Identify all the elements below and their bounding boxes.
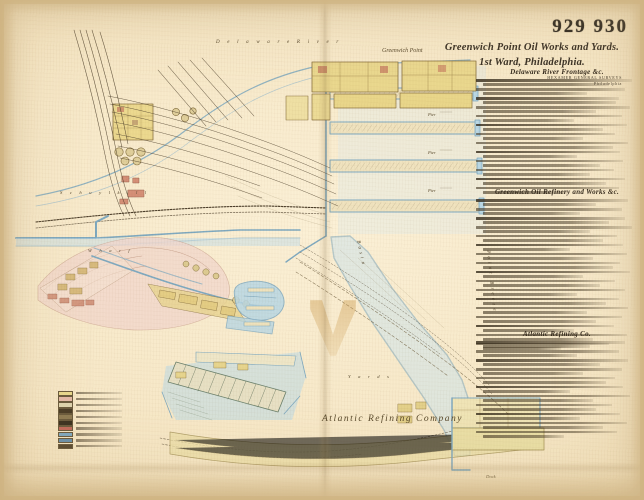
text-section-atlantic-refining: Atlantic Refining Co. <box>476 330 638 440</box>
section-heading: Atlantic Refining Co. <box>523 330 591 338</box>
section-body-lines <box>476 79 638 194</box>
legend-label <box>75 403 122 407</box>
legend-swatch <box>58 390 73 397</box>
legend-label <box>75 392 122 395</box>
legend-row <box>58 390 122 397</box>
text-section-delaware-river: Delaware River Frontage &c. <box>476 68 638 196</box>
legend-label <box>75 421 122 424</box>
publisher-name: HEXAMER GENERAL SURVEYS <box>547 74 622 80</box>
legend-swatch <box>58 414 73 420</box>
legend-row <box>58 437 122 444</box>
legend-label <box>75 433 122 436</box>
legend-row <box>58 402 122 408</box>
text-section-greenwich-works: Greenwich Oil Refinery and Works &c. <box>476 188 638 351</box>
paper-edge-left <box>0 0 16 500</box>
legend-label <box>75 415 122 418</box>
legend-swatch <box>58 431 73 438</box>
legend-row <box>58 431 122 438</box>
legend-row <box>58 419 122 426</box>
map-title-line-1: Greenwich Point Oil Works and Yards. <box>444 42 620 53</box>
legend-swatch <box>58 437 73 444</box>
section-body-lines <box>476 199 638 350</box>
legend-swatch <box>58 408 73 414</box>
legend-row <box>58 408 122 414</box>
legend-label <box>75 427 122 430</box>
legend-label <box>75 409 122 413</box>
legend-swatch <box>58 396 73 402</box>
legend-label <box>75 439 122 442</box>
legend-row <box>58 414 122 420</box>
legend-swatch <box>58 419 73 426</box>
paper-edge-right <box>630 0 644 500</box>
section-heading: Delaware River Frontage &c. <box>510 68 604 76</box>
section-heading: Greenwich Oil Refinery and Works &c. <box>494 188 620 196</box>
legend <box>58 390 122 450</box>
map-title-line-2: 1st Ward, Philadelphia. <box>479 57 585 69</box>
legend-swatch <box>58 402 73 408</box>
section-body-lines <box>476 341 638 438</box>
plate-number: 929 930 <box>552 16 628 37</box>
center-fold <box>318 0 332 500</box>
paper-edge-bottom <box>0 470 644 500</box>
legend-swatch <box>58 425 73 432</box>
legend-row <box>58 425 122 432</box>
legend-swatch <box>58 443 73 450</box>
legend-row <box>58 396 122 402</box>
paper-edge-top <box>0 0 644 14</box>
legend-row <box>58 443 122 450</box>
legend-label <box>75 398 122 401</box>
legend-label <box>75 445 122 448</box>
